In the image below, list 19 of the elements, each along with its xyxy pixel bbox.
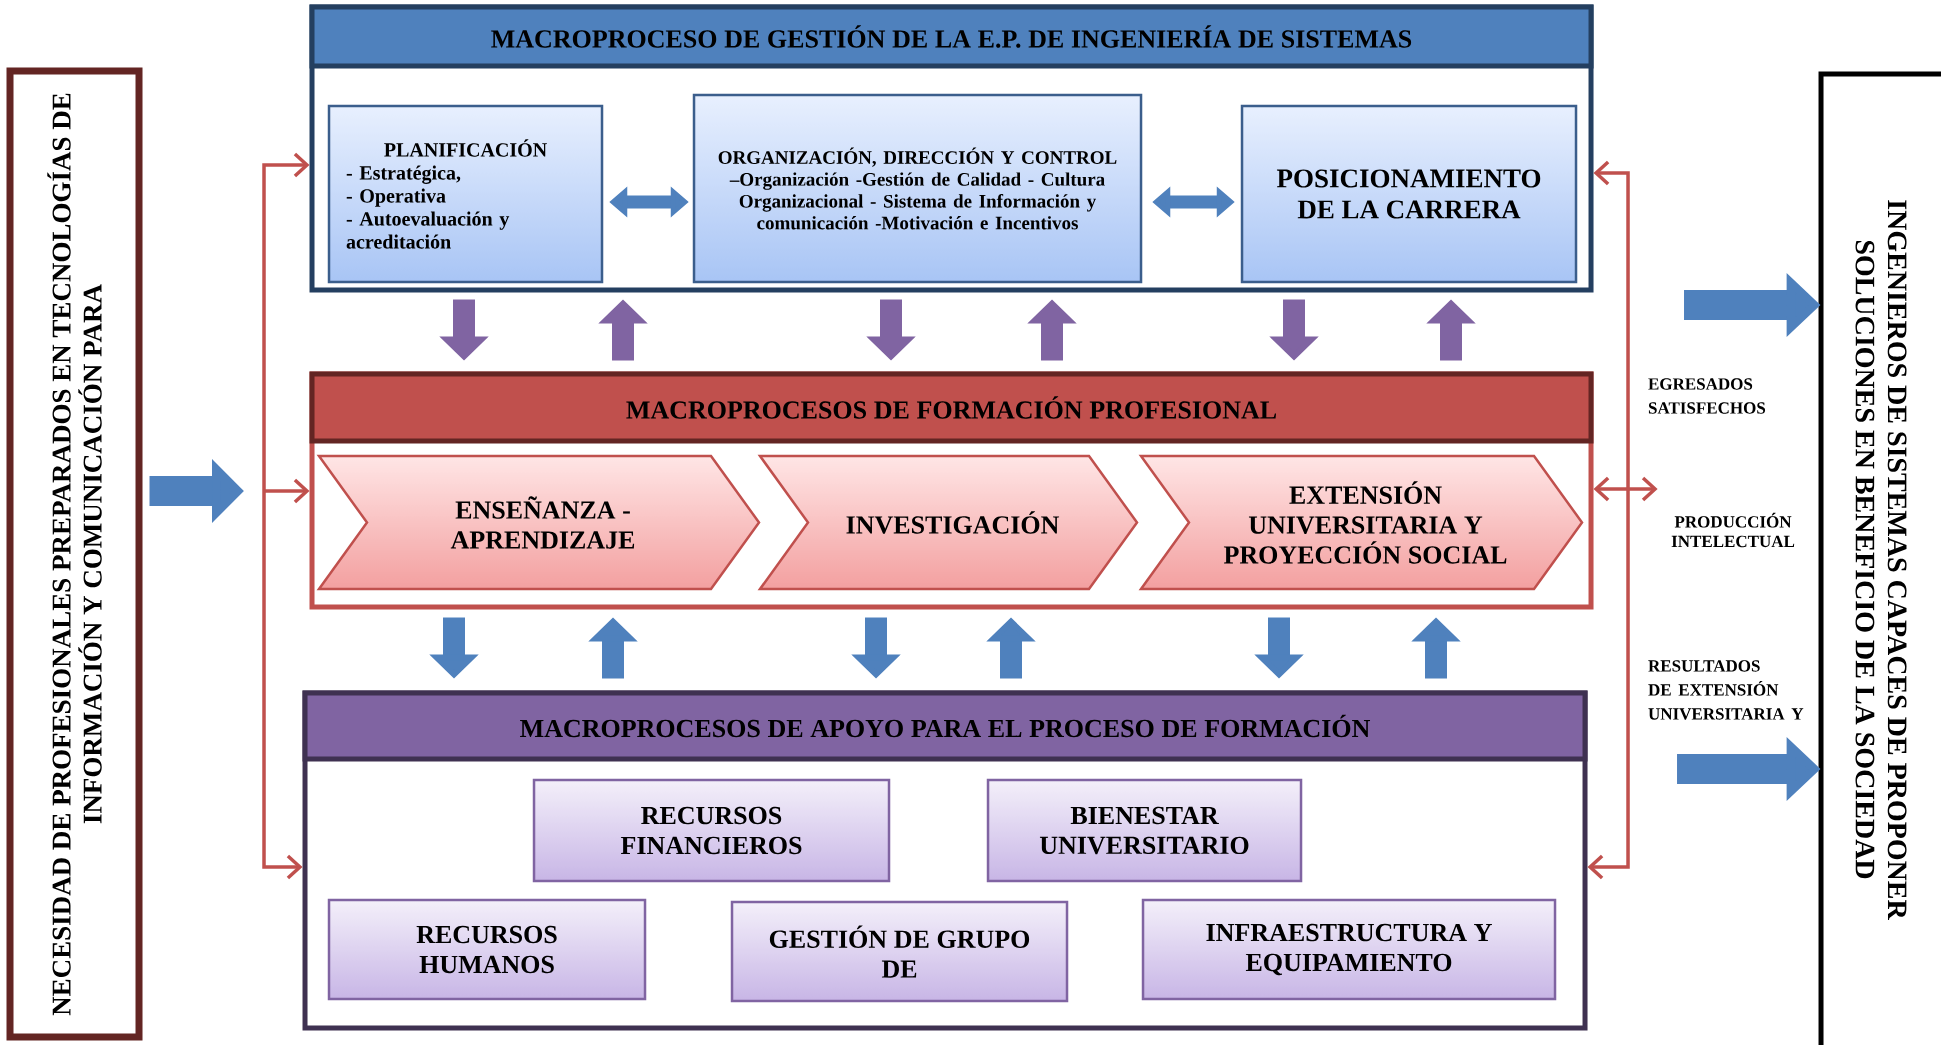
process-box: PLANIFICACIÓN - Estratégica, - Operativa - Autoevaluación y acreditación	[327, 104, 604, 284]
bracket-arrow	[1587, 489, 1630, 880]
result-box: INGENIEROS DE SISTEMAS CAPACES DE PROPONER SOLUCIONES EN BENEFICIO DE LA SOCIEDAD	[1818, 71, 1941, 1045]
bracket-arrow	[264, 478, 310, 504]
process-box: INFRAESTRUCTURA Y EQUIPAMIENTO	[1141, 898, 1557, 1001]
process-box: ORGANIZACIÓN, DIRECCIÓN Y CONTROL –Organización -Gestión de Calidad - Cultura Organizacional - Sistema de Información y comunicación -Motivación e Incentivos	[692, 93, 1143, 284]
bracket-arrow	[262, 491, 303, 880]
bracket-arrow	[1628, 476, 1658, 502]
process-box: RECURSOS FINANCIEROS	[532, 778, 891, 883]
process-box: RECURSOS HUMANOS	[327, 898, 647, 1001]
process-box: BIENESTAR UNIVERSITARIO	[986, 778, 1303, 883]
process-box: POSICIONAMIENTO DE LA CARRERA	[1240, 104, 1578, 284]
process-box: GESTIÓN DE GRUPO DE	[730, 900, 1069, 1003]
outcome-label: PRODUCCIÓN INTELECTUAL	[1671, 512, 1795, 548]
bracket-arrow	[1593, 160, 1630, 489]
need-box: NECESIDAD DE PROFESIONALES PREPARADOS EN TECNOLOGÍAS DE INFORMACIÓN Y COMUNICACIÓN PARA	[6, 67, 143, 1041]
bracket-arrow	[262, 152, 310, 491]
bracket-arrow	[1593, 476, 1628, 502]
outcome-label: EGRESADOS SATISFECHOS	[1648, 378, 1766, 414]
